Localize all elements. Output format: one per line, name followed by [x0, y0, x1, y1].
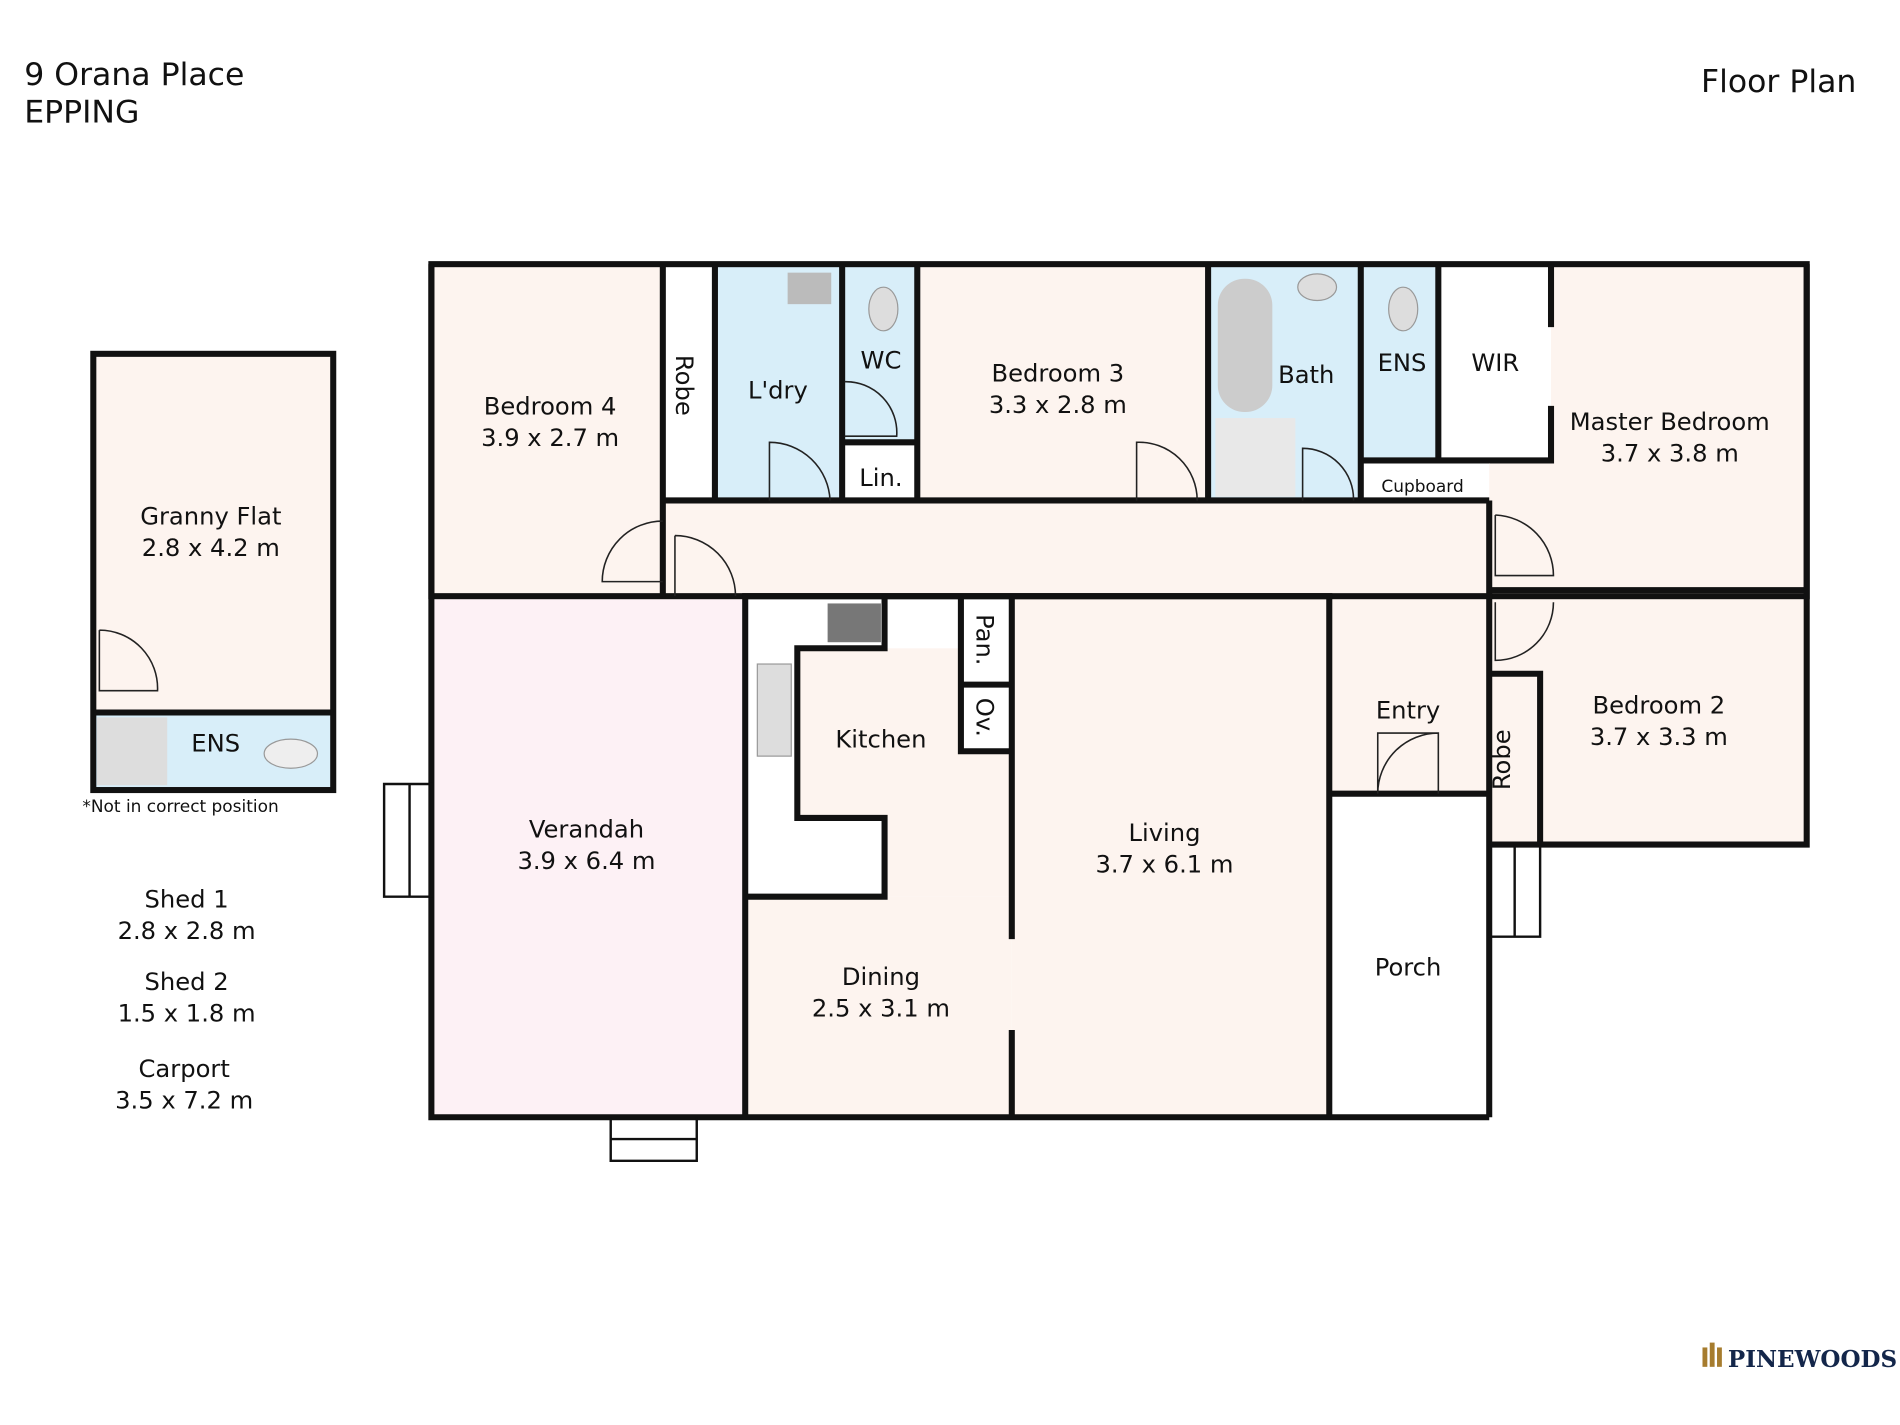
size-dining: 2.5 x 3.1 m: [812, 995, 950, 1023]
shed2-name: Shed 2: [145, 968, 229, 996]
label-granny-flat: Granny Flat: [140, 503, 281, 531]
size-bedroom4: 3.9 x 2.7 m: [481, 424, 619, 452]
sink-icon: [1297, 273, 1338, 302]
brand-logo: PINEWOODS: [1702, 1342, 1897, 1373]
shower-icon: [96, 717, 168, 786]
shed2-size: 1.5 x 1.8 m: [118, 999, 256, 1027]
size-master-bedroom: 3.7 x 3.8 m: [1601, 440, 1739, 468]
size-bedroom3: 3.3 x 2.8 m: [989, 391, 1127, 419]
size-living: 3.7 x 6.1 m: [1095, 850, 1233, 878]
cooktop-icon: [827, 603, 881, 643]
label-verandah: Verandah: [529, 815, 644, 843]
label-living: Living: [1128, 819, 1200, 847]
granny-note: *Not in correct position: [82, 796, 278, 816]
label-robe2: Robe: [1488, 729, 1516, 790]
walls: [90, 261, 1810, 1163]
size-bedroom2: 3.7 x 3.3 m: [1590, 723, 1728, 751]
label-dining: Dining: [842, 963, 920, 991]
label-bedroom2: Bedroom 2: [1593, 692, 1726, 720]
bathtub-icon: [1217, 278, 1273, 412]
toilet-icon: [263, 738, 319, 769]
label-pantry: Pan.: [971, 614, 999, 665]
label-bedroom3: Bedroom 3: [992, 360, 1125, 388]
carport-size: 3.5 x 7.2 m: [115, 1087, 253, 1115]
label-robe: Robe: [670, 355, 698, 416]
label-wc: WC: [861, 346, 902, 374]
toilet-icon: [1388, 286, 1419, 332]
label-linen: Lin.: [859, 464, 902, 492]
label-cupboard: Cupboard: [1381, 476, 1463, 496]
shed1-name: Shed 1: [145, 886, 229, 914]
door-swings: [96, 272, 1555, 794]
shower-icon: [1215, 418, 1296, 497]
label-porch: Porch: [1375, 953, 1442, 981]
label-oven: Ov.: [971, 698, 999, 737]
toilet-icon: [868, 286, 899, 332]
room-labels: Bedroom 4 3.9 x 2.7 m Robe L'dry WC Lin.…: [82, 346, 1769, 1114]
label-ens: ENS: [1378, 349, 1427, 377]
plan-title: Floor Plan: [1701, 64, 1856, 100]
size-verandah: 3.9 x 6.4 m: [517, 847, 655, 875]
label-bedroom4: Bedroom 4: [484, 392, 617, 420]
sink-icon: [787, 272, 832, 305]
label-entry: Entry: [1376, 697, 1440, 725]
sink-icon: [756, 663, 792, 757]
label-master-bedroom: Master Bedroom: [1570, 408, 1770, 436]
room-fills: [93, 264, 1807, 1118]
label-bath: Bath: [1278, 361, 1334, 389]
carport-name: Carport: [139, 1055, 230, 1083]
label-wir: WIR: [1471, 349, 1519, 377]
label-granny-ens: ENS: [191, 729, 240, 757]
address: 9 Orana Place: [24, 57, 244, 93]
label-kitchen: Kitchen: [835, 726, 926, 754]
size-granny-flat: 2.8 x 4.2 m: [142, 534, 280, 562]
brand-name: PINEWOODS: [1728, 1346, 1897, 1373]
shed1-size: 2.8 x 2.8 m: [118, 917, 256, 945]
label-laundry: L'dry: [748, 377, 808, 405]
suburb: EPPING: [24, 94, 139, 130]
